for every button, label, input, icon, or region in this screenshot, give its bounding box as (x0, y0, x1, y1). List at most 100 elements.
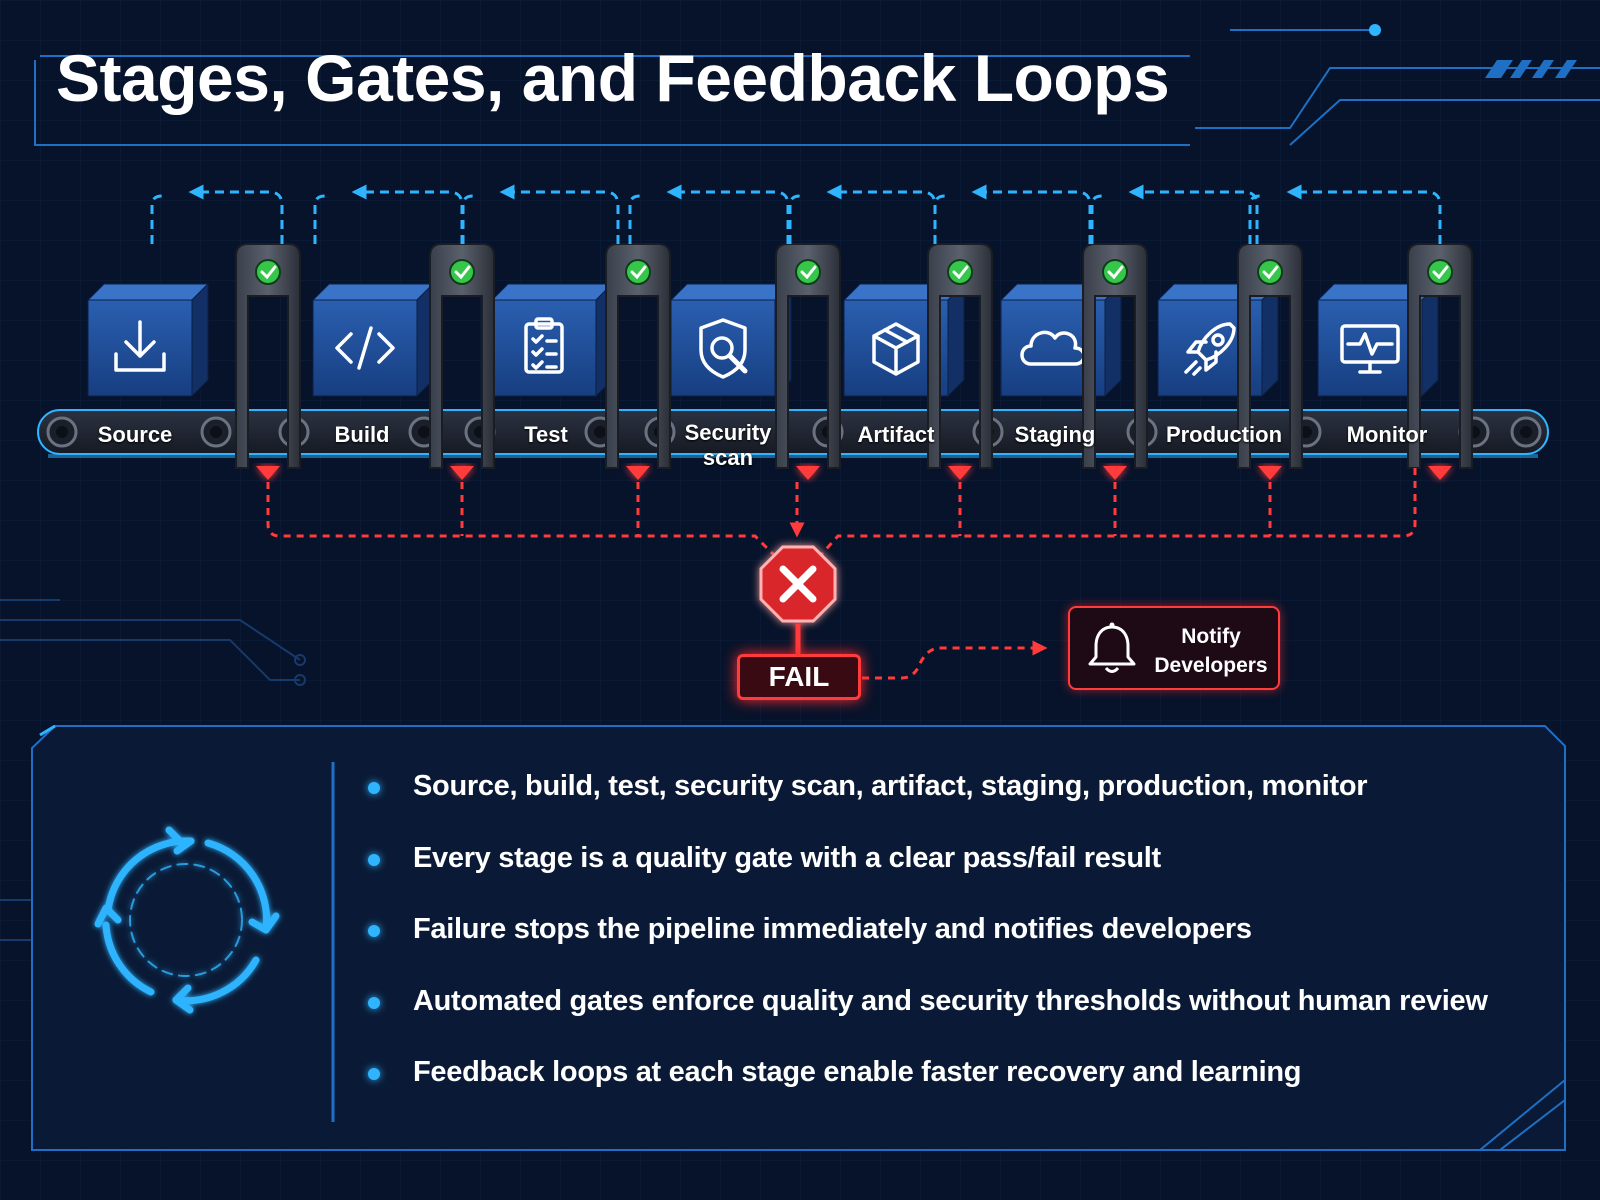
gate-pass-check-icon (255, 259, 281, 285)
feedback-loop-arrow (1286, 184, 1442, 244)
feedback-loop-connector (461, 194, 474, 244)
check-mark-icon (952, 265, 969, 280)
feedback-loop-arrow (826, 184, 937, 244)
gate-fail-indicator-icon (626, 466, 650, 480)
feedback-loop-connector (933, 194, 946, 244)
gate-pass-check-icon (1427, 259, 1453, 285)
feedback-loop-connector (628, 194, 641, 244)
check-mark-icon (1262, 265, 1279, 280)
bell-icon (1088, 622, 1136, 673)
quality-gate-8 (1407, 243, 1473, 480)
gate-pass-check-icon (449, 259, 475, 285)
stage-label-2: Build (334, 422, 390, 447)
bullet-item: Source, build, test, security scan, arti… (368, 770, 1538, 842)
stage-label-3: Test (524, 422, 568, 447)
quality-gate-3 (605, 243, 671, 480)
stage-cube-5 (842, 282, 966, 398)
bullet-panel-frame (31, 724, 1566, 1151)
bullet-item: Automated gates enforce quality and secu… (368, 985, 1538, 1057)
notify-developers-box: Notify Developers (1068, 606, 1280, 690)
belt-roller-hub-icon (594, 426, 606, 438)
download-icon (114, 320, 166, 372)
gate-pass-check-icon (795, 259, 821, 285)
feedback-loop-arrow (1128, 184, 1259, 244)
header-frame (34, 24, 1600, 146)
page-title: Stages, Gates, and Feedback Loops (56, 41, 1170, 115)
belt-roller-hub-icon (210, 426, 222, 438)
quality-gate-7 (1237, 243, 1303, 480)
belt-roller-hub-icon (418, 426, 430, 438)
stop-x-icon (759, 545, 837, 654)
quality-gate-6 (1082, 243, 1148, 480)
quality-gate-1 (235, 243, 301, 480)
check-mark-icon (260, 265, 277, 280)
circuit-decoration (0, 599, 306, 941)
check-mark-icon (630, 265, 647, 280)
notify-developers-label: Notify Developers (1154, 625, 1268, 677)
monitor-pulse-icon (1340, 324, 1400, 374)
gate-pass-check-icon (625, 259, 651, 285)
code-icon (335, 326, 395, 370)
stage-cube-1 (86, 282, 210, 398)
bullet-dot-icon (368, 925, 380, 937)
rocket-icon (1184, 322, 1236, 376)
gate-fail-indicator-icon (1258, 466, 1282, 480)
feedback-loop-connector (1090, 194, 1103, 244)
bullet-dot-icon (368, 996, 380, 1009)
stage-label-6: Staging (1014, 422, 1096, 447)
gate-fail-indicator-icon (796, 466, 820, 480)
gate-pass-check-icon (947, 259, 973, 285)
failure-path-line (266, 482, 777, 558)
gate-fail-indicator-icon (1428, 466, 1452, 480)
feedback-loop-connector (313, 194, 326, 244)
gate-fail-indicator-icon (256, 466, 280, 480)
check-mark-icon (1107, 265, 1124, 280)
quality-gate-5 (927, 243, 993, 480)
stage-label-8: Monitor (1346, 422, 1428, 447)
gate-pass-check-icon (1257, 259, 1283, 285)
check-mark-icon (800, 265, 817, 280)
bullet-dot-icon (368, 782, 380, 794)
belt-roller-hub-icon (56, 426, 68, 438)
feedback-loop-arrow (666, 184, 790, 244)
stage-cube-4 (669, 282, 793, 398)
bullet-dot-icon (368, 853, 380, 866)
conveyor-belt-glow (48, 454, 1538, 458)
notify-arrow (862, 640, 1048, 680)
bullet-item: Feedback loops at each stage enable fast… (368, 1056, 1538, 1128)
feedback-loop-arrow (499, 184, 620, 244)
belt-roller-hub-icon (1520, 426, 1532, 438)
failure-path-line (818, 468, 1417, 558)
check-mark-icon (1432, 265, 1449, 280)
feedback-loop-arrow (351, 184, 464, 244)
package-box-icon (872, 322, 920, 376)
gate-fail-indicator-icon (948, 466, 972, 480)
feedback-loop-connector (150, 194, 163, 244)
gate-fail-indicator-icon (1103, 466, 1127, 480)
clipboard-checklist-icon (524, 317, 564, 374)
stage-label-1: Source (97, 422, 173, 447)
bullet-dot-icon (368, 1068, 380, 1080)
bullet-item: Failure stops the pipeline immediately a… (368, 913, 1538, 985)
quality-gate-4 (775, 243, 841, 480)
stage-label-7: Production (1165, 422, 1283, 447)
cycle-arrows-icon (94, 826, 280, 1014)
stage-label-4: Security scan (684, 420, 772, 470)
stage-cube-6 (999, 282, 1123, 398)
quality-gate-2 (429, 243, 495, 480)
feedback-loop-connector (788, 194, 801, 244)
stage-cube-3 (490, 282, 614, 398)
fail-badge: FAIL (737, 654, 861, 700)
check-mark-icon (454, 265, 471, 280)
stage-cube-7 (1156, 282, 1280, 398)
feedback-loop-connector (1248, 194, 1261, 244)
bullet-list: Source, build, test, security scan, arti… (368, 770, 1538, 1128)
bullet-item: Every stage is a quality gate with a cle… (368, 842, 1538, 914)
feedback-loop-arrow (971, 184, 1092, 244)
stage-cube-2 (311, 282, 435, 398)
feedback-loop-arrow (188, 184, 284, 244)
shield-search-icon (699, 318, 748, 379)
stage-label-5: Artifact (857, 422, 935, 447)
